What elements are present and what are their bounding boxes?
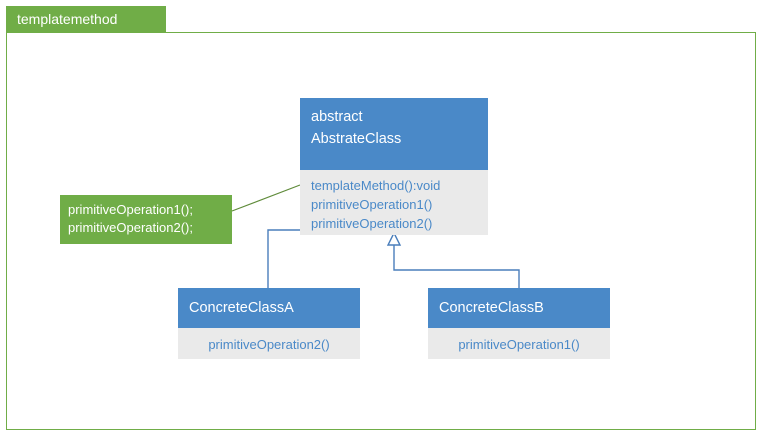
class-members-concreteclassa: primitiveOperation2() bbox=[178, 328, 360, 359]
class-box-abstractclass[interactable]: abstract AbstrateClass templateMethod():… bbox=[300, 98, 488, 235]
class-header-concreteclassa: ConcreteClassA bbox=[178, 288, 360, 328]
class-box-concreteclassa[interactable]: ConcreteClassA primitiveOperation2() bbox=[178, 288, 360, 359]
class-members-abstractclass: templateMethod():void primitiveOperation… bbox=[300, 170, 488, 235]
class-header-abstractclass: abstract AbstrateClass bbox=[300, 98, 488, 170]
package-tab: templatemethod bbox=[6, 6, 166, 33]
package-name-label: templatemethod bbox=[17, 11, 118, 27]
class-member: templateMethod():void bbox=[311, 178, 441, 193]
class-member: primitiveOperation2() bbox=[311, 216, 433, 231]
note-line: primitiveOperation1(); bbox=[68, 202, 193, 217]
note-line: primitiveOperation2(); bbox=[68, 220, 193, 235]
class-name-concreteclassa: ConcreteClassA bbox=[189, 300, 294, 316]
class-members-concreteclassb: primitiveOperation1() bbox=[428, 328, 610, 359]
class-stereotype-abstract: abstract bbox=[311, 109, 363, 125]
class-member: primitiveOperation1() bbox=[458, 337, 580, 352]
class-member: primitiveOperation1() bbox=[311, 197, 433, 212]
note-box[interactable]: primitiveOperation1(); primitiveOperatio… bbox=[60, 195, 232, 244]
class-name-abstractclass: AbstrateClass bbox=[311, 131, 402, 147]
class-header-concreteclassb: ConcreteClassB bbox=[428, 288, 610, 328]
class-name-concreteclassb: ConcreteClassB bbox=[439, 300, 544, 316]
class-member: primitiveOperation2() bbox=[208, 337, 330, 352]
class-box-concreteclassb[interactable]: ConcreteClassB primitiveOperation1() bbox=[428, 288, 610, 359]
